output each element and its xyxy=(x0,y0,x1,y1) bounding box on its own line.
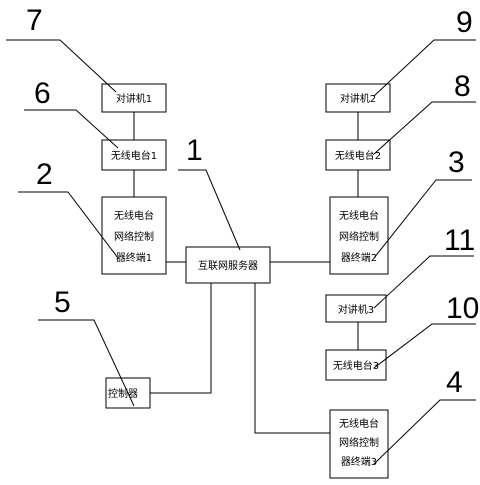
controller2-line2: 网络控制 xyxy=(339,230,379,243)
radio3-box: 无线电台3 xyxy=(325,349,387,381)
ref-11: 11 xyxy=(373,224,475,309)
ref-3-number: 3 xyxy=(448,146,465,179)
intercom3-label: 对讲机3 xyxy=(338,303,374,316)
ref-11-number: 11 xyxy=(444,224,475,257)
intercom2-label: 对讲机2 xyxy=(340,92,376,105)
ref-7-number: 7 xyxy=(26,4,43,37)
controller3-line2: 网络控制 xyxy=(339,436,379,449)
ref-9: 9 xyxy=(373,6,476,97)
ref-10: 10 xyxy=(373,292,479,369)
controller3-line3: 器终端3 xyxy=(341,455,377,468)
radio1-label: 无线电台1 xyxy=(111,149,157,162)
server-box: 互联网服务器 xyxy=(185,246,271,284)
controller1-line1: 无线电台 xyxy=(114,209,154,222)
ref-8-number: 8 xyxy=(454,70,471,103)
intercom1-box: 对讲机1 xyxy=(101,83,167,113)
controller2-line1: 无线电台 xyxy=(339,209,379,222)
ref-4: 4 xyxy=(373,366,476,465)
control-label: 控制器 xyxy=(108,387,138,400)
wire-server-controller3 xyxy=(254,283,330,434)
radio1-box: 无线电台1 xyxy=(101,139,167,171)
ref-3: 3 xyxy=(373,146,472,259)
ref-1-number: 1 xyxy=(186,134,203,167)
ref-7: 7 xyxy=(6,4,117,93)
intercom2-box: 对讲机2 xyxy=(325,83,391,113)
server-label: 互联网服务器 xyxy=(198,259,258,272)
controller2-box: 无线电台 网络控制 器终端2 xyxy=(329,196,389,275)
ref-4-number: 4 xyxy=(446,366,463,399)
controller1-line3: 器终端1 xyxy=(116,251,152,264)
ref-10-number: 10 xyxy=(446,292,479,325)
ref-6: 6 xyxy=(24,77,119,149)
intercom1-label: 对讲机1 xyxy=(116,92,152,105)
radio2-label: 无线电台2 xyxy=(335,149,381,162)
wire-server-control xyxy=(150,283,212,394)
ref-1: 1 xyxy=(178,134,241,251)
controller2-line3: 器终端2 xyxy=(341,251,377,264)
ref-2-number: 2 xyxy=(36,158,53,191)
ref-5-number: 5 xyxy=(54,286,71,319)
ref-6-number: 6 xyxy=(34,77,51,110)
intercom3-box: 对讲机3 xyxy=(325,294,387,323)
connections xyxy=(133,112,359,434)
controller3-line1: 无线电台 xyxy=(339,417,379,430)
controller1-line2: 网络控制 xyxy=(114,230,154,243)
ref-9-number: 9 xyxy=(456,6,473,39)
ref-5: 5 xyxy=(38,286,135,407)
radio3-label: 无线电台3 xyxy=(333,359,379,372)
controller1-box: 无线电台 网络控制 器终端1 xyxy=(101,196,167,275)
radio2-box: 无线电台2 xyxy=(325,139,391,171)
ref-8: 8 xyxy=(373,70,476,155)
controller3-box: 无线电台 网络控制 器终端3 xyxy=(329,409,389,479)
ref-2: 2 xyxy=(18,158,119,259)
